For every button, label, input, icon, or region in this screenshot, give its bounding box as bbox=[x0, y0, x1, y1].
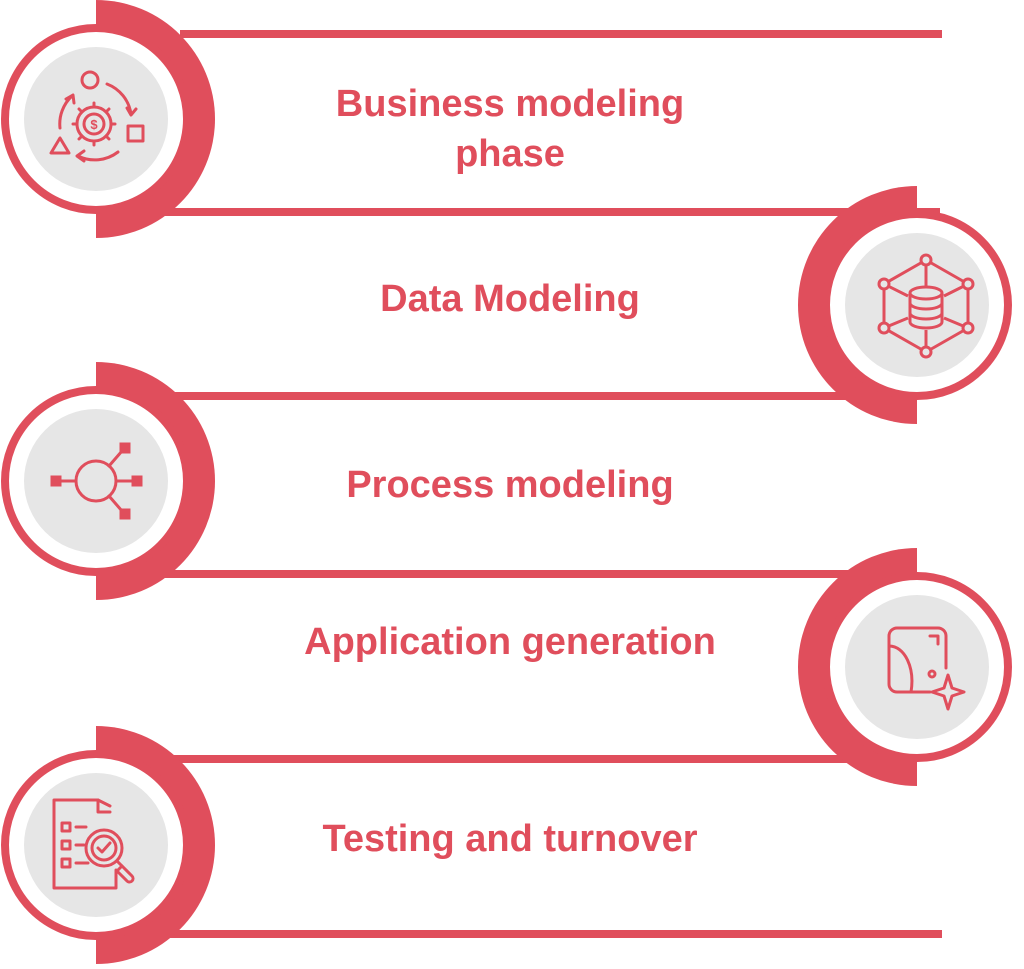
step-label-testing-turnover: Testing and turnover bbox=[210, 814, 810, 864]
step-badge-3 bbox=[1, 362, 215, 600]
step-label-data-modeling: Data Modeling bbox=[220, 274, 800, 324]
connector-line-6 bbox=[150, 930, 942, 938]
connector-line-2 bbox=[150, 208, 940, 216]
svg-text:$: $ bbox=[90, 117, 98, 132]
step-label-1-line-1: Business modeling bbox=[335, 83, 685, 125]
step-badge-4 bbox=[798, 548, 1012, 786]
step-label-5-line-1: Testing and turnover bbox=[322, 818, 698, 860]
step-label-business-modeling: Business modeling phase bbox=[230, 79, 790, 179]
connector-line-1 bbox=[180, 30, 942, 38]
step-label-3-line-1: Process modeling bbox=[346, 464, 674, 506]
step-badge-2 bbox=[798, 186, 1012, 424]
step-badge-5 bbox=[1, 726, 215, 964]
step-label-2-line-1: Data Modeling bbox=[380, 278, 640, 320]
step-label-process-modeling: Process modeling bbox=[220, 460, 800, 510]
cycle-gear-dollar-icon: $ bbox=[49, 70, 145, 163]
step-label-4-line-1: Application generation bbox=[304, 621, 716, 663]
connector-line-5 bbox=[150, 755, 850, 763]
process-hub-icon bbox=[50, 442, 143, 520]
connector-lines bbox=[150, 30, 942, 938]
step-label-1-line-2: phase bbox=[455, 133, 565, 175]
database-network-icon bbox=[877, 253, 975, 359]
step-badge-1: $ bbox=[1, 0, 215, 238]
connector-line-3 bbox=[150, 392, 850, 400]
connector-line-4 bbox=[150, 570, 870, 578]
app-window-sparkle-icon bbox=[887, 626, 966, 711]
step-label-application-generation: Application generation bbox=[210, 617, 810, 667]
document-magnifier-check-icon bbox=[52, 798, 135, 890]
